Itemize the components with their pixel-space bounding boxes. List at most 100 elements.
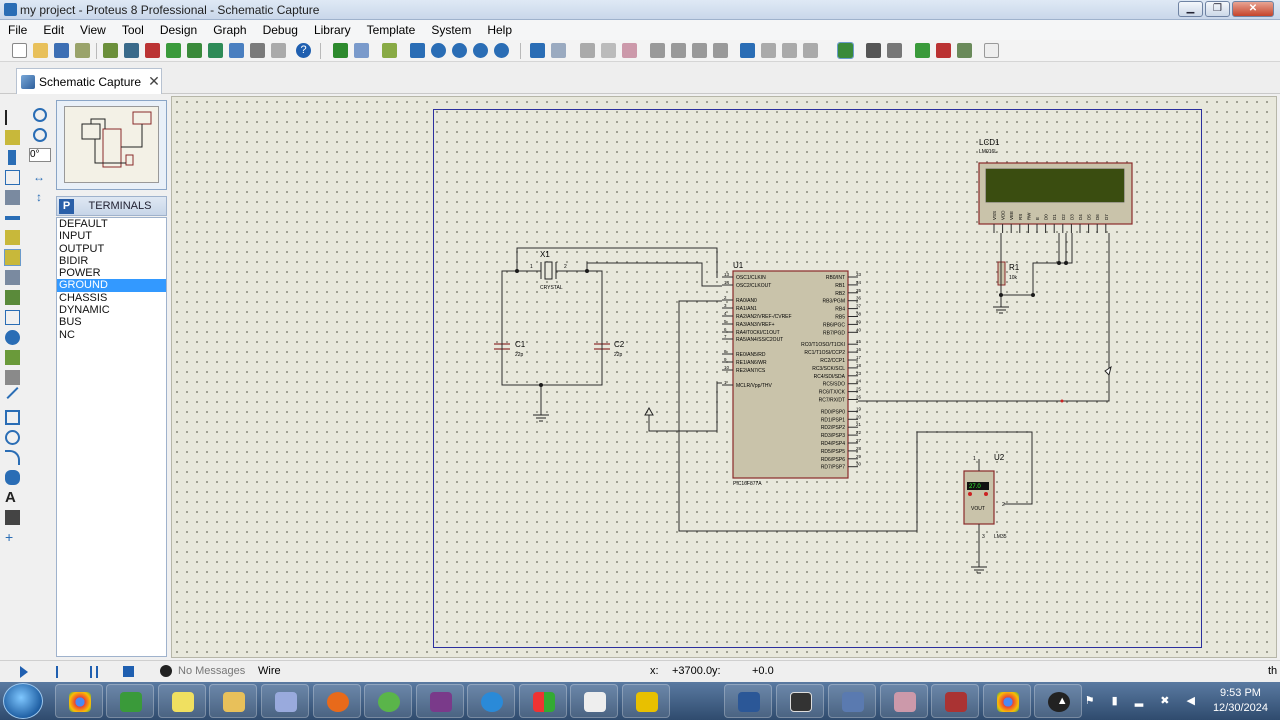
- menu-template[interactable]: Template: [366, 23, 416, 37]
- marker-icon[interactable]: +: [5, 529, 14, 545]
- menu-debug[interactable]: Debug: [262, 23, 298, 37]
- voltage-probe-icon[interactable]: [5, 350, 20, 365]
- close-tab-icon[interactable]: ✕: [148, 73, 160, 89]
- gerber-icon[interactable]: [187, 43, 202, 58]
- torrent-taskbar-button[interactable]: [364, 684, 412, 718]
- list-item[interactable]: DYNAMIC: [59, 304, 110, 317]
- menu-system[interactable]: System: [431, 23, 472, 37]
- text-icon[interactable]: A: [5, 489, 16, 506]
- tape-recorder-icon[interactable]: [5, 310, 20, 325]
- zoom-out-icon[interactable]: [452, 43, 467, 58]
- close-app-taskbar-button[interactable]: [776, 684, 824, 718]
- subcircuit-icon[interactable]: [5, 230, 20, 245]
- source-code-icon[interactable]: [250, 43, 265, 58]
- list-item-selected[interactable]: GROUND: [57, 279, 166, 292]
- block-copy-icon[interactable]: [650, 43, 665, 58]
- mirror-horizontal-icon[interactable]: ↔: [33, 170, 45, 184]
- clock[interactable]: 9:53 PM 12/30/2024: [1213, 686, 1268, 716]
- capacitor-c2[interactable]: C2 22p: [594, 340, 625, 358]
- text-script-icon[interactable]: [5, 190, 20, 205]
- packaging-tool-icon[interactable]: [782, 43, 797, 58]
- wire-autorouter-icon[interactable]: [837, 42, 854, 59]
- minimize-button[interactable]: ▁: [1178, 1, 1203, 17]
- overview-window[interactable]: [56, 100, 167, 190]
- list-item[interactable]: BIDIR: [59, 254, 89, 267]
- crystal-oscillator[interactable]: X1 CRYSTAL 1 2: [530, 250, 567, 291]
- wires[interactable]: [501, 233, 1110, 567]
- list-item[interactable]: BUS: [59, 316, 82, 329]
- search-icon[interactable]: [866, 43, 881, 58]
- isis-taskbar-button[interactable]: [931, 684, 979, 718]
- undo-icon[interactable]: [530, 43, 545, 58]
- office-taskbar-button[interactable]: [519, 684, 567, 718]
- home-icon[interactable]: [103, 43, 118, 58]
- pick-devices-icon[interactable]: P: [59, 198, 74, 214]
- schematic-icon[interactable]: [124, 43, 139, 58]
- obs-taskbar-button[interactable]: [1034, 684, 1082, 718]
- list-item[interactable]: CHASSIS: [59, 291, 108, 304]
- close-project-icon[interactable]: [75, 43, 90, 58]
- component-mode-icon[interactable]: [5, 130, 20, 145]
- zoom-area-icon[interactable]: [494, 43, 509, 58]
- pcb-icon[interactable]: [145, 43, 160, 58]
- refresh-taskbar-button[interactable]: [467, 684, 515, 718]
- menu-help[interactable]: Help: [487, 23, 513, 37]
- menu-edit[interactable]: Edit: [43, 23, 65, 37]
- winrar-taskbar-button[interactable]: [416, 684, 464, 718]
- maximize-button[interactable]: ❐: [1205, 1, 1230, 17]
- player-taskbar-button[interactable]: [622, 684, 670, 718]
- virtual-instruments-icon[interactable]: [5, 370, 20, 385]
- exit-to-parent-icon[interactable]: [957, 43, 972, 58]
- step-icon[interactable]: [56, 666, 66, 678]
- pic-microcontroller[interactable]: U1 PIC16F877A OSC1/CLKIN13OSC2/CLKOUT14R…: [722, 261, 862, 487]
- menu-view[interactable]: View: [80, 23, 106, 37]
- mirror-vertical-icon[interactable]: ↕: [36, 190, 42, 204]
- menu-library[interactable]: Library: [313, 23, 351, 37]
- message-count[interactable]: No Messages: [178, 665, 246, 677]
- pan-icon[interactable]: [410, 43, 425, 58]
- symbol-icon[interactable]: [5, 510, 20, 525]
- editor-taskbar-button[interactable]: [261, 684, 309, 718]
- list-item[interactable]: DEFAULT: [59, 218, 108, 230]
- list-item[interactable]: OUTPUT: [59, 242, 105, 255]
- list-item[interactable]: POWER: [59, 267, 101, 280]
- electrical-rule-check-icon[interactable]: [984, 43, 999, 58]
- menu-file[interactable]: File: [8, 23, 28, 37]
- capacitor-c1[interactable]: C1 22p: [494, 340, 526, 358]
- cut-icon[interactable]: [580, 43, 595, 58]
- wire-label-icon[interactable]: [5, 170, 20, 185]
- copy-icon[interactable]: [601, 43, 616, 58]
- pick-device-icon[interactable]: [740, 43, 755, 58]
- bom-icon[interactable]: [229, 43, 244, 58]
- new-sheet-icon[interactable]: [915, 43, 930, 58]
- zoom-in-icon[interactable]: [431, 43, 446, 58]
- selection-mode-icon[interactable]: [5, 110, 20, 125]
- block-move-icon[interactable]: [671, 43, 686, 58]
- property-assignment-icon[interactable]: [887, 43, 902, 58]
- origin-icon[interactable]: [382, 43, 397, 58]
- circle-icon[interactable]: [5, 430, 20, 445]
- notes-icon[interactable]: [271, 43, 286, 58]
- help-icon[interactable]: ?: [296, 43, 311, 58]
- terminals-mode-icon[interactable]: [4, 249, 21, 266]
- design-explorer-icon[interactable]: [208, 43, 223, 58]
- generator-mode-icon[interactable]: [5, 330, 20, 345]
- make-device-icon[interactable]: [761, 43, 776, 58]
- path-icon[interactable]: [5, 470, 20, 485]
- play-icon[interactable]: [20, 666, 28, 678]
- arc-icon[interactable]: [5, 450, 20, 465]
- list-item[interactable]: NC: [59, 328, 75, 341]
- menu-graph[interactable]: Graph: [213, 23, 247, 37]
- save-icon[interactable]: [54, 43, 69, 58]
- open-folder-icon[interactable]: [33, 43, 48, 58]
- menu-design[interactable]: Design: [159, 23, 198, 37]
- rotation-angle-field[interactable]: 0°: [29, 148, 51, 162]
- start-button[interactable]: [3, 683, 43, 719]
- box-icon[interactable]: [5, 410, 20, 425]
- buses-icon[interactable]: [5, 216, 20, 220]
- list-item[interactable]: INPUT: [59, 230, 92, 243]
- menu-tool[interactable]: Tool: [121, 23, 144, 37]
- document-taskbar-button[interactable]: [570, 684, 618, 718]
